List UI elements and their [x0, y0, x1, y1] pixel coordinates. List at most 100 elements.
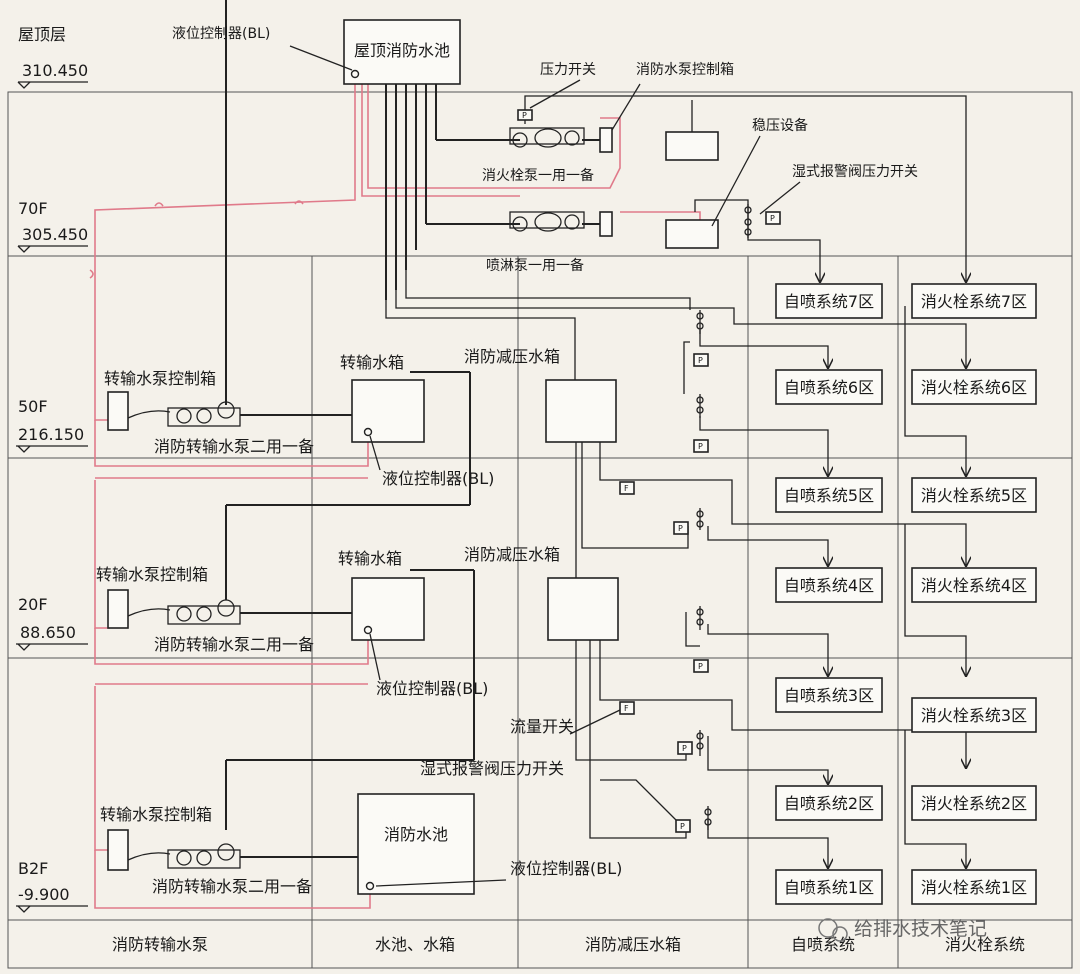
level-sensor-icon — [365, 881, 375, 891]
pump-control-box-label: 消防水泵控制箱 — [636, 62, 734, 78]
floor-b2f: B2F -9.900 — [16, 859, 88, 913]
hydrant-zone-box — [911, 869, 1037, 905]
pressure-switch-icon — [693, 353, 709, 367]
pressure-switch-icon — [693, 439, 709, 453]
floor-b2f-equipment: 转输水泵控制箱 消防转输水泵二用一备 消防水池 液位控制器(BL) — [100, 793, 622, 896]
hydrant-zone-label: 消火栓系统5区 — [921, 486, 1027, 505]
floor-roof: 屋顶层 310.450 — [17, 25, 88, 89]
stabilizer-unit — [665, 131, 719, 161]
roof-level-controller-label: 液位控制器(BL) — [172, 26, 270, 42]
diagram-grid — [7, 91, 1073, 969]
alarm-valve-icon — [704, 806, 712, 830]
stabilizer-unit — [665, 219, 719, 249]
hydrant-zone-box — [911, 785, 1037, 821]
main-pipes — [225, 0, 966, 868]
stabilizer-label: 稳压设备 — [752, 117, 808, 134]
pressure-switch-icon — [693, 659, 709, 673]
sprinkler-zone-label: 自喷系统5区 — [784, 486, 874, 505]
pressure-switch-symbol: P — [698, 662, 703, 671]
hydrant-zone-label: 消火栓系统1区 — [921, 878, 1027, 897]
level-controller-label: 液位控制器(BL) — [382, 469, 494, 488]
floor-elevation: 310.450 — [22, 61, 88, 80]
floor-20f-equipment: 转输水泵控制箱 消防转输水泵二用一备 转输水箱 液位控制器(BL) 消防减压水箱… — [96, 508, 712, 833]
alarm-valve-icon — [696, 394, 704, 418]
pressure-switch-label: 压力开关 — [540, 62, 596, 78]
transfer-pump-control-box — [107, 589, 129, 629]
roof-fire-tank — [343, 19, 461, 85]
level-sensor-icon — [363, 427, 373, 437]
level-sensor-icon — [363, 625, 373, 635]
floor-name: B2F — [18, 859, 48, 878]
sprinkler-zone-box — [775, 869, 883, 905]
sprinkler-zone-box — [775, 785, 883, 821]
sprinkler-zone-label: 自喷系统3区 — [784, 686, 874, 705]
level-sensor-icon — [350, 69, 360, 79]
floor-50f: 50F 216.150 — [16, 397, 88, 453]
floor-name: 屋顶层 — [18, 25, 66, 44]
transfer-pump-control-box — [107, 829, 129, 871]
transfer-pump-label: 消防转输水泵二用一备 — [154, 635, 314, 654]
sprinkler-zone-label: 自喷系统2区 — [784, 794, 874, 813]
pressure-switch-symbol: P — [680, 822, 685, 831]
pressure-switch-icon — [517, 109, 533, 121]
flow-switch-icon — [619, 701, 635, 715]
hydrant-pump-icon — [509, 127, 585, 148]
flow-switch-icon — [619, 481, 635, 495]
transfer-pump-label: 消防转输水泵二用一备 — [154, 437, 314, 456]
floor-elevation: 88.650 — [20, 623, 76, 642]
hydrant-zone-label: 消火栓系统4区 — [921, 576, 1027, 595]
pressure-switch-icon — [675, 819, 691, 833]
hydrant-zone-label: 消火栓系统6区 — [921, 378, 1027, 397]
pump-control-box-icon — [599, 127, 613, 153]
flow-switch-label: 流量开关 — [510, 717, 574, 736]
floor-elevation: -9.900 — [18, 885, 70, 904]
hydrant-pump-label: 消火栓泵一用一备 — [482, 167, 594, 184]
flow-switch-symbol: F — [624, 484, 629, 493]
floor-50f-equipment: 转输水泵控制箱 消防转输水泵二用一备 转输水箱 液位控制器(BL) 消防减压水箱… — [104, 310, 709, 495]
column-header: 消防减压水箱 — [585, 935, 681, 954]
sprinkler-zone-box — [775, 369, 883, 405]
alarm-valve-icon — [696, 310, 704, 334]
hydrant-zone-box — [911, 697, 1037, 733]
sprinkler-zone-box — [775, 477, 883, 513]
hydrant-zone-label: 消火栓系统2区 — [921, 794, 1027, 813]
transfer-tank — [351, 379, 425, 443]
wet-alarm-switch-label: 湿式报警阀压力开关 — [420, 759, 564, 778]
pressure-switch-icon — [677, 741, 693, 755]
reducer-tank-label: 消防减压水箱 — [464, 545, 560, 564]
transfer-tank-label: 转输水箱 — [340, 353, 404, 372]
reducer-tank-label: 消防减压水箱 — [464, 347, 560, 366]
hydrant-zone-label: 消火栓系统7区 — [921, 292, 1027, 311]
pressure-switch-symbol: P — [522, 111, 527, 120]
wet-alarm-switch-label: 湿式报警阀压力开关 — [792, 164, 918, 180]
level-controller-label: 液位控制器(BL) — [376, 679, 488, 698]
column-header: 水池、水箱 — [375, 935, 455, 954]
alarm-valve-icon — [744, 204, 752, 238]
alarm-valve-icon — [696, 508, 704, 530]
sprinkler-zone-box — [775, 567, 883, 603]
floor-70f: 70F 305.450 — [17, 199, 88, 253]
floor-name: 20F — [18, 595, 48, 614]
pressure-switch-icon — [673, 521, 689, 535]
transfer-pump-icon — [167, 401, 241, 427]
alarm-valve-icon — [696, 606, 704, 630]
roof-equipment: 屋顶消防水池 液位控制器(BL) P 压力开关 消防水泵控制箱 消火栓泵一用一备… — [172, 19, 918, 274]
fire-water-pool-label: 消防水池 — [384, 825, 448, 844]
watermark: 给排水技术笔记 — [818, 918, 987, 942]
transfer-pump-control-box — [107, 391, 129, 431]
pressure-switch-icon — [765, 211, 781, 225]
transfer-pump-control-box-label: 转输水泵控制箱 — [104, 369, 216, 388]
hydrant-zone-box — [911, 369, 1037, 405]
sprinkler-pump-label: 喷淋泵一用一备 — [486, 257, 584, 274]
hydrant-zones: 消火栓系统7区 消火栓系统6区 消火栓系统5区 消火栓系统4区 消火栓系统3区 … — [911, 283, 1037, 905]
roof-tank-label: 屋顶消防水池 — [354, 41, 450, 60]
transfer-pump-control-box-label: 转输水泵控制箱 — [100, 805, 212, 824]
transfer-tank — [351, 577, 425, 641]
hydrant-zone-box — [911, 477, 1037, 513]
sprinkler-control-box-icon — [599, 211, 613, 237]
hydrant-zone-box — [911, 567, 1037, 603]
column-header: 自喷系统 — [791, 935, 855, 954]
alarm-valve-icon — [696, 730, 704, 756]
transfer-pump-icon — [167, 843, 241, 869]
